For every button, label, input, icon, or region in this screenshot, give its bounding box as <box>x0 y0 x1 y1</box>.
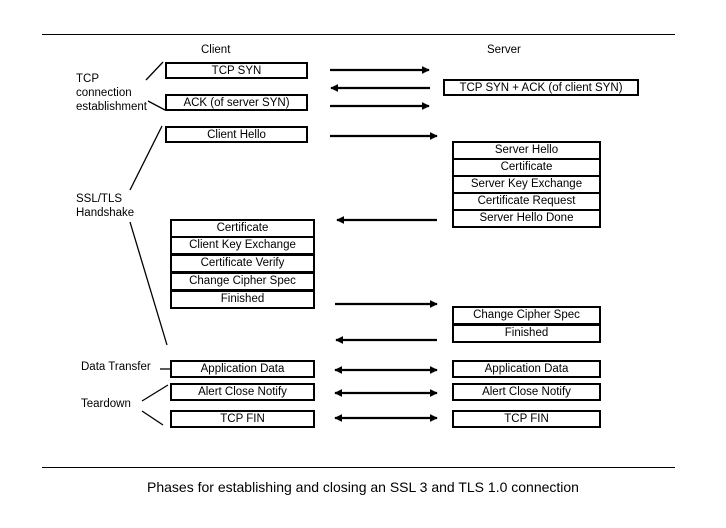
msg-server-hello-done: Server Hello Done <box>452 209 601 228</box>
msg-app-data-server: Application Data <box>452 360 601 378</box>
figure-caption: Phases for establishing and closing an S… <box>147 479 579 495</box>
msg-tcp-fin-server: TCP FIN <box>452 410 601 428</box>
phase-data-transfer: Data Transfer <box>81 361 151 373</box>
msg-app-data-client: Application Data <box>170 360 315 378</box>
msg-ack: ACK (of server SYN) <box>165 94 308 111</box>
msg-server-key-exchange: Server Key Exchange <box>452 175 601 194</box>
bottom-rule <box>42 467 675 468</box>
client-header: Client <box>201 44 231 56</box>
msg-client-hello: Client Hello <box>165 126 308 143</box>
phase-ssl-line-1: SSL/TLS <box>76 193 123 205</box>
phase-teardown: Teardown <box>81 398 131 410</box>
msg-tcp-fin-client: TCP FIN <box>170 410 315 428</box>
top-rule <box>42 34 675 35</box>
phase-tcp-line-3: establishment <box>76 101 147 113</box>
bracket-teardown-bottom <box>141 410 164 426</box>
msg-client-finished: Finished <box>170 290 315 309</box>
bracket-ssl-top <box>129 125 163 191</box>
server-header: Server <box>487 44 521 56</box>
phase-ssl-line-2: Handshake <box>76 207 135 219</box>
phase-tcp-line-2: connection <box>76 87 132 99</box>
bracket-teardown-top <box>141 384 169 402</box>
bracket-tcp-top <box>145 61 164 81</box>
msg-tcp-syn: TCP SYN <box>165 62 308 79</box>
bracket-ssl-bottom <box>129 221 168 346</box>
phase-tcp-line-1: TCP <box>76 73 99 85</box>
msg-server-finished: Finished <box>452 324 601 343</box>
msg-alert-close-server: Alert Close Notify <box>452 383 601 401</box>
msg-client-change-cipher-spec: Change Cipher Spec <box>170 272 315 291</box>
msg-alert-close-client: Alert Close Notify <box>170 383 315 401</box>
bracket-tcp-bottom <box>147 100 166 111</box>
msg-tcp-syn-ack: TCP SYN + ACK (of client SYN) <box>443 79 639 96</box>
msg-server-certificate: Certificate <box>452 158 601 177</box>
